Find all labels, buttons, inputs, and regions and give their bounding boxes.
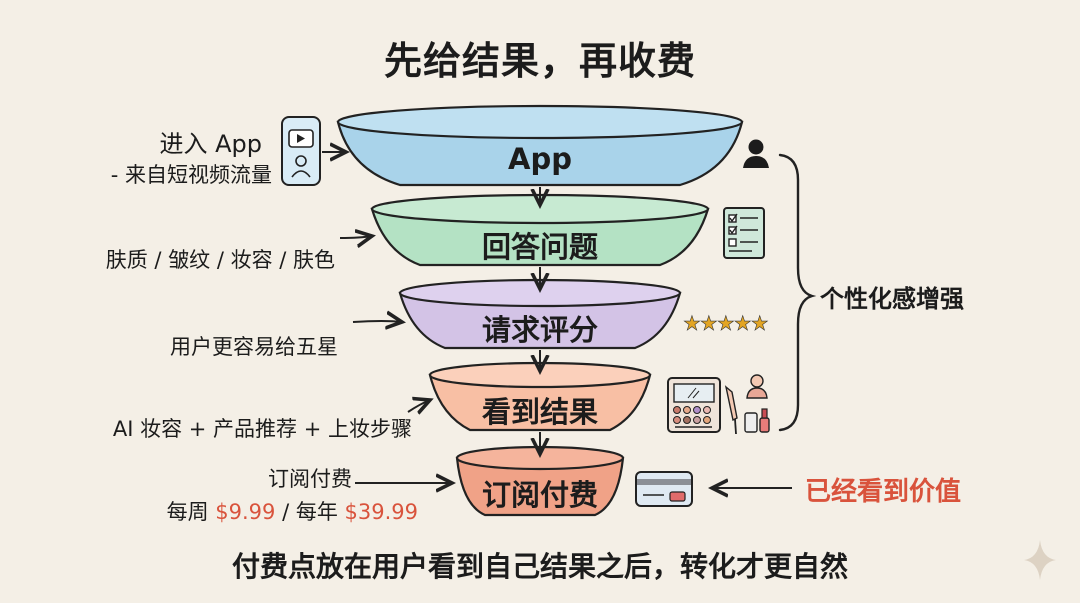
funnel-stage-questions — [370, 193, 710, 267]
stage-label-rating: 请求评分 — [481, 313, 598, 347]
funnel-stage-app — [336, 104, 744, 187]
credit-card-icon — [635, 471, 693, 507]
curly-brace — [778, 153, 817, 432]
sparkle-icon — [1024, 540, 1056, 580]
user-icon — [743, 139, 769, 168]
note-question-topics: 肤质 / 皱纹 / 妆容 / 肤色 — [105, 248, 335, 272]
checklist-icon — [723, 207, 765, 259]
stage-label-questions: 回答问题 — [481, 230, 598, 264]
note-results-content: AI 妆容 + 产品推荐 + 上妆步骤 — [112, 417, 412, 441]
price-yearly: $39.99 — [344, 500, 418, 524]
funnel-stage-rating — [398, 278, 682, 350]
note-personalization: 个性化感增强 — [820, 285, 964, 313]
left-note-arrows — [322, 152, 452, 483]
funnel-stage-results — [428, 361, 652, 432]
stage-label-subscribe: 订阅付费 — [481, 478, 598, 512]
note-traffic-source: - 来自短视频流量 — [110, 163, 272, 187]
funnel-stage-subscribe — [455, 445, 625, 517]
diagram-footer: 付费点放在用户看到自己结果之后，转化才更自然 — [231, 550, 848, 583]
diagram-title: 先给结果，再收费 — [383, 39, 696, 83]
five-stars-icon: ★★★★★ — [683, 311, 769, 336]
price-weekly-prefix: 每周 — [166, 500, 216, 524]
stage-label-app: App — [508, 142, 572, 176]
note-subscribe: 订阅付费 — [268, 467, 352, 491]
price-weekly: $9.99 — [215, 500, 276, 524]
note-enter-app: 进入 App — [159, 130, 262, 158]
note-value-seen: 已经看到价值 — [805, 477, 962, 507]
stage-label-results: 看到结果 — [481, 395, 598, 429]
makeup-palette-icon — [667, 374, 770, 435]
note-pricing: 每周 $9.99 / 每年 $39.99 — [167, 496, 418, 526]
phone-video-icon — [281, 116, 321, 186]
price-separator: / 每年 — [275, 500, 345, 524]
note-five-stars: 用户更容易给五星 — [170, 335, 338, 359]
